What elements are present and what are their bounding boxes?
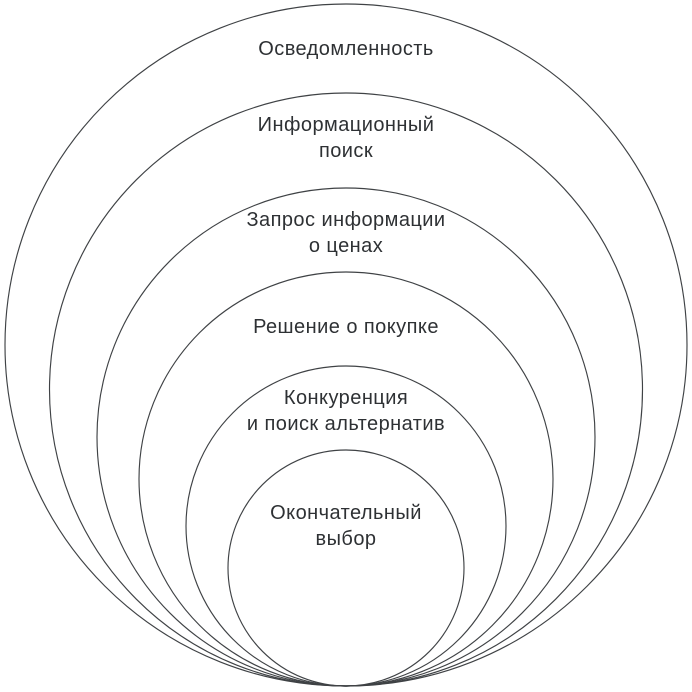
stage-circle-6 xyxy=(228,450,464,686)
stage-circle-4 xyxy=(139,272,553,686)
stage-circle-1 xyxy=(5,4,687,686)
stage-circle-3 xyxy=(97,188,595,686)
stage-circle-2 xyxy=(50,93,643,686)
stage-circle-5 xyxy=(186,366,506,686)
circles-group xyxy=(5,4,687,686)
